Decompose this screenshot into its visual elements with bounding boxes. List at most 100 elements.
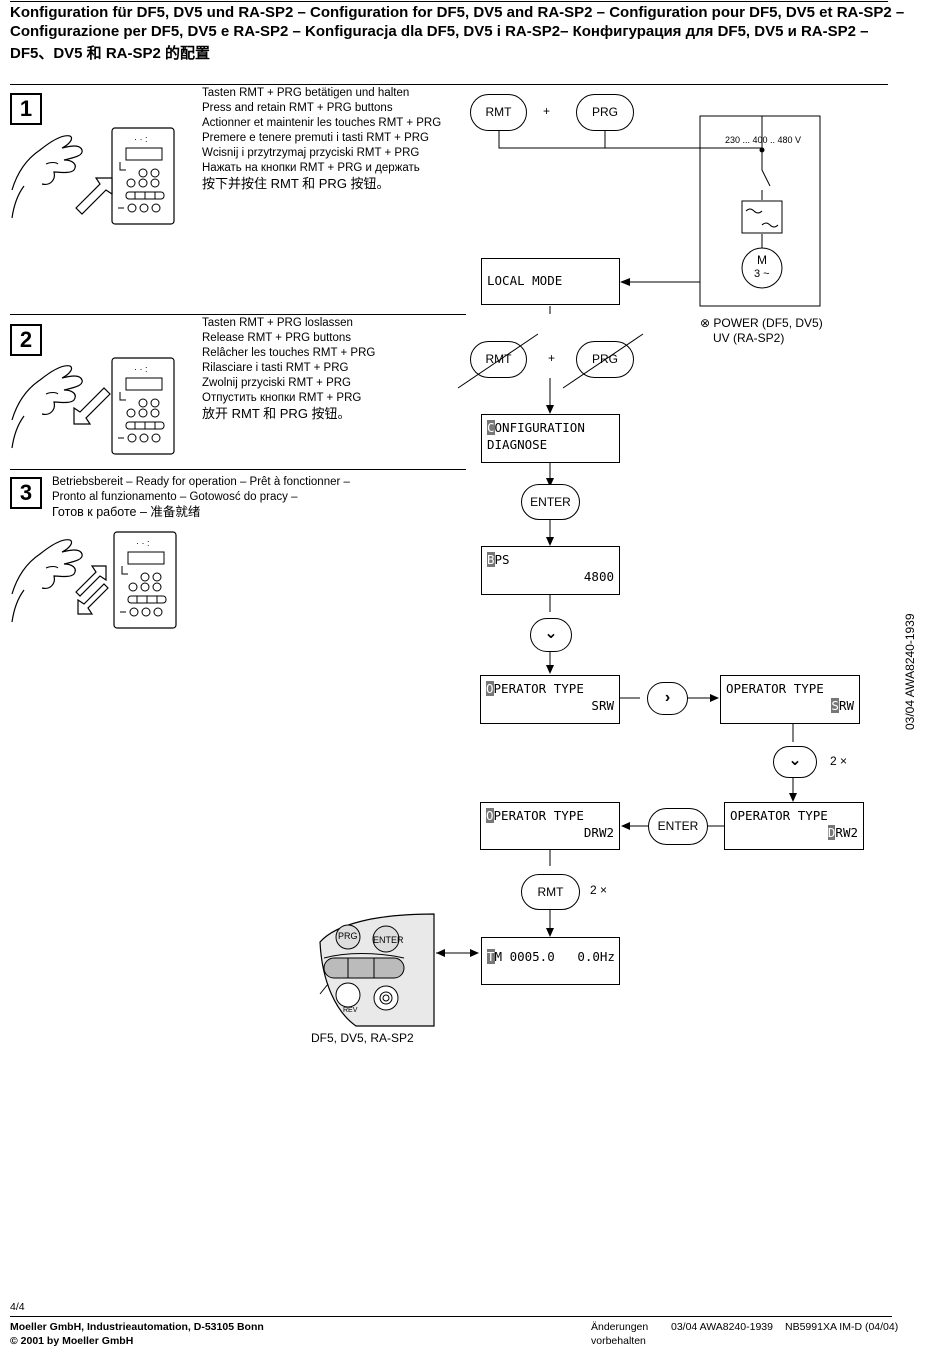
- rmt-button-released[interactable]: RMT: [470, 341, 527, 378]
- step1-line: Actionner et maintenir les touches RMT +…: [202, 117, 442, 129]
- inverter-icon: [741, 200, 783, 234]
- display-operator-type-3: OPERATOR TYPE DRW2: [480, 802, 620, 850]
- display-operator-type-4: OPERATOR TYPE DRW2: [724, 802, 864, 850]
- keypad-enter-label[interactable]: ENTER: [373, 935, 404, 945]
- keypad-icon: [111, 357, 175, 455]
- rmt-button-2x[interactable]: RMT: [521, 874, 580, 910]
- step2-line: Rilasciare i tasti RMT + PRG: [202, 362, 349, 374]
- motor-icon: [741, 247, 783, 289]
- step2-line: Отпустить кнопки RMT + PRG: [202, 392, 362, 404]
- display-text: PERATOR TYPE: [493, 808, 584, 823]
- step2-line: Zwolnij przyciski RMT + PRG: [202, 377, 351, 389]
- cursor: B: [487, 552, 495, 567]
- display-value: DRW2: [730, 824, 858, 841]
- step-number-3: 3: [10, 477, 42, 509]
- prg-button[interactable]: PRG: [576, 94, 634, 131]
- step-number-1: 1: [10, 93, 42, 125]
- cursor: D: [827, 825, 836, 840]
- top-rule: [10, 1, 888, 2]
- motor-label-m: M: [757, 253, 767, 267]
- repeat-label: 2 ×: [590, 883, 608, 897]
- footer-doc-code: 03/04 AWA8240-1939: [671, 1321, 773, 1333]
- step2-line: Release RMT + PRG buttons: [202, 332, 352, 344]
- hand-icon: [11, 135, 83, 219]
- step1-line: Premere e tenere premuti i tasti RMT + P…: [202, 132, 429, 144]
- display-value: SRW: [591, 698, 614, 713]
- page-title-line3: DF5、DV5 和 RA-SP2 的配置: [10, 45, 211, 62]
- step1-line: Press and retain RMT + PRG buttons: [202, 102, 393, 114]
- display-text: OPERATOR TYPE: [730, 808, 828, 823]
- hand-icon: [11, 365, 83, 449]
- power-box: [699, 115, 821, 307]
- step3-rule: [10, 469, 466, 470]
- right-button[interactable]: ›: [647, 682, 688, 715]
- keypad-icon: [113, 531, 177, 629]
- display-operator-type-2: OPERATOR TYPE SRW: [720, 675, 860, 724]
- voltage-label: 230 ... 400 .. 480 V: [725, 135, 802, 145]
- page-title-line2: Configurazione per DF5, DV5 e RA-SP2 – K…: [10, 23, 869, 40]
- power-legend-line2: UV (RA-SP2): [713, 331, 785, 345]
- motor-label-phase: 3 ~: [754, 268, 770, 280]
- display-text: DIAGNOSE: [487, 437, 548, 452]
- press-arrow-icon: [75, 565, 107, 597]
- arrowheads: [436, 278, 797, 957]
- footer-rule: [10, 1316, 892, 1317]
- keypad-prg-label[interactable]: PRG: [338, 931, 358, 941]
- step2-rule: [10, 314, 466, 315]
- display-text: LOCAL MODE: [487, 273, 563, 288]
- enter-button-2[interactable]: ENTER: [648, 808, 708, 845]
- step1-line: 按下并按住 RMT 和 PRG 按钮。: [202, 176, 390, 191]
- display-value: SRW: [726, 697, 854, 714]
- footer-company: Moeller GmbH, Industrieautomation, D-531…: [10, 1321, 264, 1333]
- display-text: RW2: [835, 825, 858, 840]
- display-text: ONFIGURATION: [494, 420, 585, 435]
- footer-doc-ref: NB5991XA IM-D (04/04): [785, 1321, 899, 1333]
- rmt-button[interactable]: RMT: [470, 94, 527, 131]
- display-text: RW: [838, 698, 854, 713]
- enter-button[interactable]: ENTER: [521, 484, 580, 520]
- display-configuration: CONFIGURATION DIAGNOSE: [481, 414, 620, 463]
- cursor: S: [831, 698, 839, 713]
- step3-illustration: [11, 531, 177, 629]
- cursor: O: [486, 681, 494, 696]
- df5-keypad-illustration: [319, 913, 435, 1027]
- cursor: O: [486, 808, 494, 823]
- step1-line: Tasten RMT + PRG betätigen und halten: [202, 87, 410, 99]
- display-text: PS: [494, 552, 510, 567]
- press-arrow-icon: [75, 177, 113, 215]
- step1-line: Wcisnij i przytrzymaj przyciski RMT + PR…: [202, 147, 420, 159]
- power-legend-line1: ⊗ POWER (DF5, DV5): [700, 316, 823, 330]
- keypad-icon: [111, 127, 175, 225]
- step3-line: Pronto al funzionamento – Gotowosć do pr…: [52, 491, 298, 503]
- page-number: 4/4: [10, 1301, 25, 1313]
- side-document-code: 03/04 AWA8240-1939: [903, 613, 917, 730]
- step2-line: Tasten RMT + PRG loslassen: [202, 317, 353, 329]
- hand-icon: [11, 539, 83, 623]
- release-arrow-icon: [77, 583, 109, 615]
- step2-instructions: Tasten RMT + PRG loslassen Release RMT +…: [202, 316, 375, 421]
- cursor: T: [487, 949, 495, 964]
- repeat-label: 2 ×: [830, 754, 848, 768]
- keypad-rev-label: REV: [343, 1007, 358, 1014]
- display-value: DRW2: [583, 825, 614, 840]
- down-button[interactable]: ⌄: [530, 618, 572, 652]
- step1-illustration: [11, 127, 175, 225]
- step-number-2: 2: [10, 324, 42, 356]
- step3-instructions: Betriebsbereit – Ready for operation – P…: [52, 475, 350, 520]
- step1-instructions: Tasten RMT + PRG betätigen und halten Pr…: [202, 86, 441, 191]
- cursor: C: [487, 420, 495, 435]
- prg-button-released[interactable]: PRG: [576, 341, 634, 378]
- footer-copyright: © 2001 by Moeller GmbH: [10, 1335, 134, 1347]
- step2-illustration: [11, 357, 175, 455]
- display-text: M 0005.0 0.0Hz: [494, 949, 615, 964]
- footer-changes-line1: Änderungen: [591, 1321, 649, 1333]
- step2-line: 放开 RMT 和 PRG 按钮。: [202, 406, 351, 421]
- keypad-caption: DF5, DV5, RA-SP2: [311, 1031, 414, 1045]
- down-button-2x[interactable]: ⌄: [773, 746, 817, 778]
- display-operator-type-1: OPERATOR TYPE SRW: [480, 675, 620, 724]
- release-arrow-icon: [73, 387, 111, 425]
- display-local-mode: LOCAL MODE: [481, 258, 620, 305]
- plus-sign: +: [543, 104, 551, 118]
- display-tm: TM 0005.0 0.0Hz: [481, 937, 620, 985]
